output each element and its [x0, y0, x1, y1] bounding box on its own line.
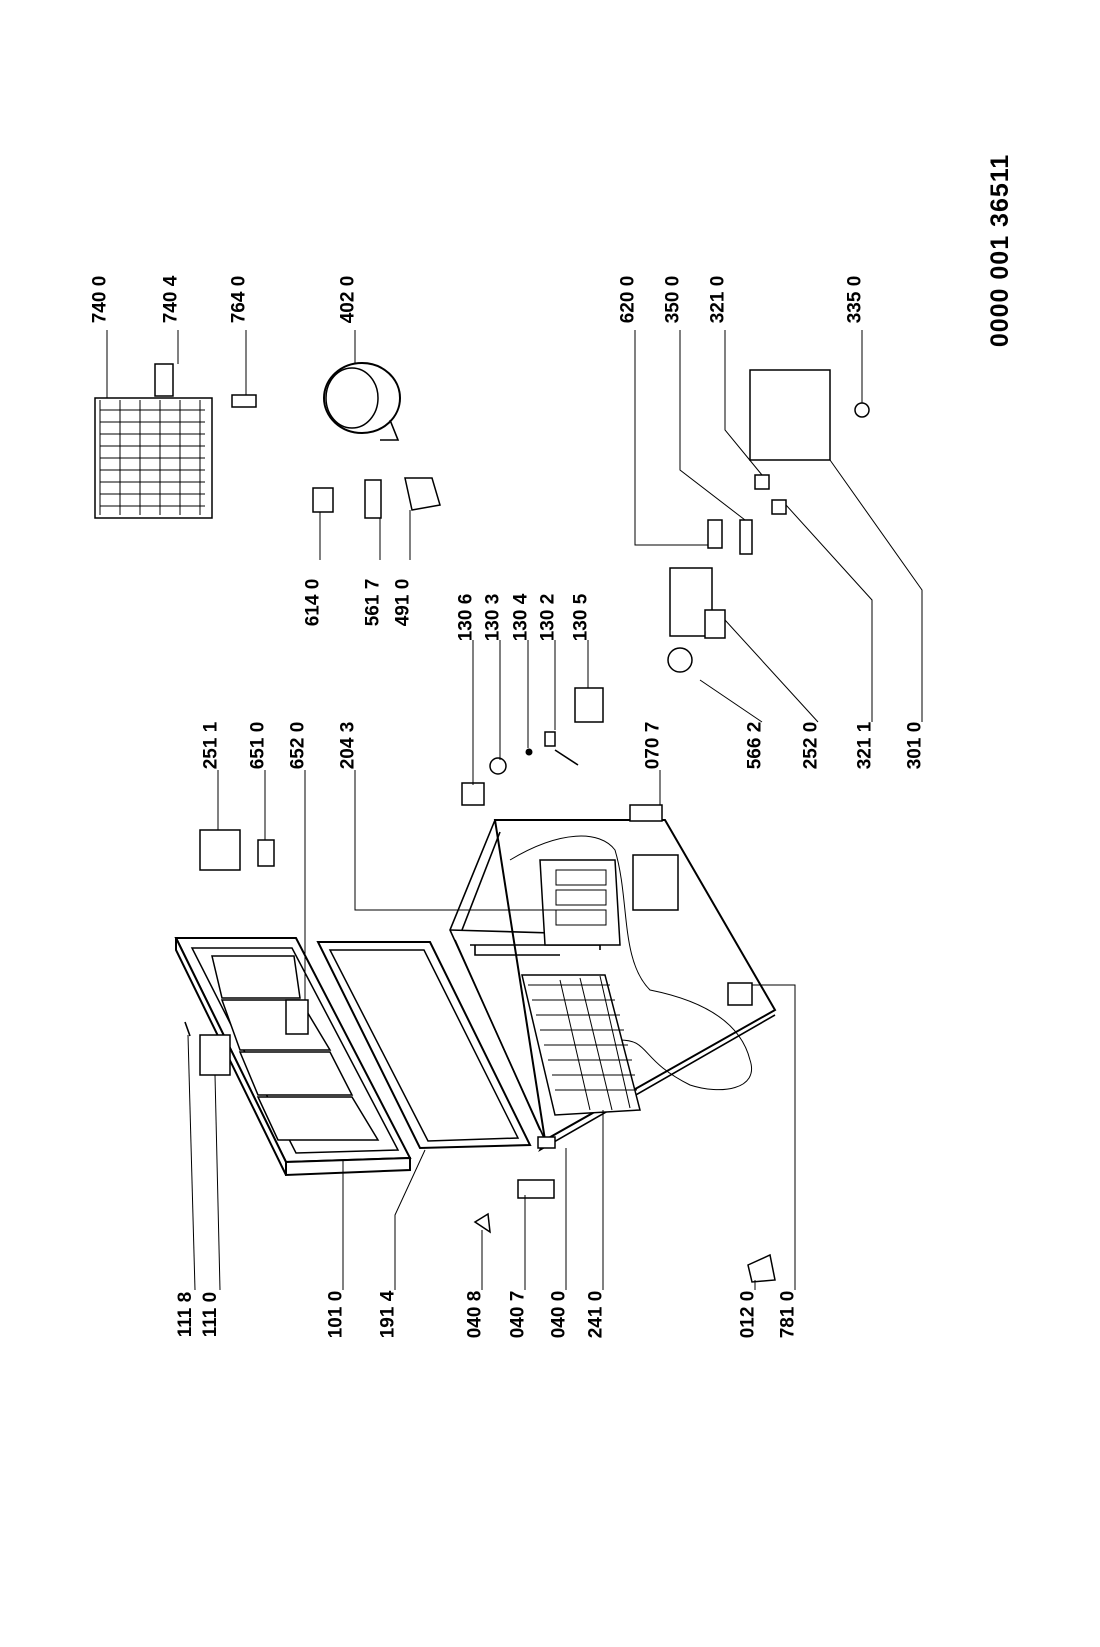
part-label: 130 2 [537, 593, 559, 642]
part-label: 130 5 [570, 593, 592, 642]
part-label: 321 1 [854, 721, 876, 770]
divider [474, 859, 621, 956]
part-label: 402 0 [337, 275, 359, 324]
part-label: 070 7 [642, 721, 664, 770]
gasket-frame [316, 941, 532, 1150]
part-label: 781 0 [777, 1290, 799, 1339]
basket [521, 974, 641, 1116]
part-label: 130 6 [455, 593, 477, 642]
condenser-coil [94, 397, 213, 519]
part-label: 491 0 [392, 578, 414, 627]
compressor [323, 362, 401, 441]
part-label: 130 3 [482, 593, 504, 642]
part-label: 204 3 [337, 721, 359, 770]
part-label: 251 1 [200, 721, 222, 770]
part-label: 241 0 [585, 1290, 607, 1339]
small-parts [154, 363, 870, 1283]
part-label: 321 0 [707, 275, 729, 324]
part-label: 614 0 [302, 578, 324, 627]
part-label: 620 0 [617, 275, 639, 324]
lid-frame-101 [174, 937, 412, 1177]
part-label: 335 0 [844, 275, 866, 324]
part-label: 040 7 [507, 1290, 529, 1339]
document-number: 0000 001 36511 [986, 153, 1015, 348]
part-label: 111 8 [175, 1291, 197, 1338]
part-label: 651 0 [247, 721, 269, 770]
part-label: 191 4 [377, 1290, 399, 1339]
part-label: 301 0 [904, 721, 926, 770]
part-label: 012 0 [737, 1290, 759, 1339]
part-label: 130 4 [510, 593, 532, 642]
part-label: 764 0 [228, 275, 250, 324]
part-label: 561 7 [362, 578, 384, 627]
part-label: 350 0 [662, 275, 684, 324]
leader-lines [106, 330, 923, 1291]
part-label: 040 0 [548, 1290, 570, 1339]
part-label: 740 4 [160, 275, 182, 324]
part-label: 566 2 [744, 721, 766, 770]
part-label: 040 8 [464, 1290, 486, 1339]
part-label: 101 0 [325, 1290, 347, 1339]
part-label: 252 0 [800, 721, 822, 770]
part-label: 111 0 [200, 1291, 222, 1338]
part-label: 652 0 [287, 721, 309, 770]
part-label: 740 0 [89, 275, 111, 324]
